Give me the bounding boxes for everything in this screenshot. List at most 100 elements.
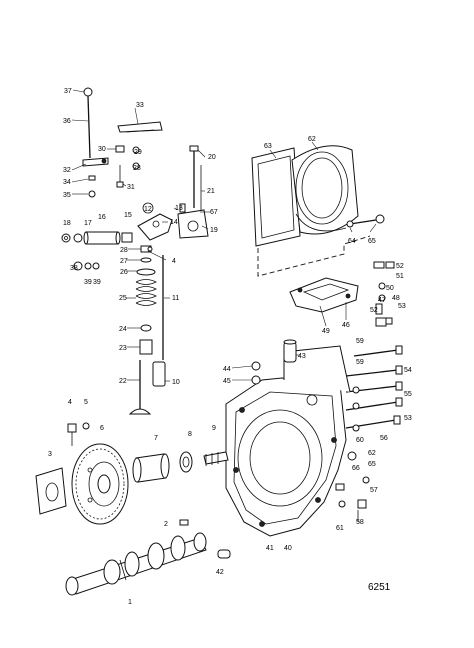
callout-46: 46	[342, 322, 350, 329]
callout-67: 67	[210, 209, 218, 216]
flywheel-housing	[225, 345, 351, 537]
shaft-bearing	[179, 451, 193, 473]
assembly-dashed-line	[257, 235, 371, 277]
callout-13: 13	[175, 205, 183, 212]
housing-studs	[345, 345, 403, 432]
callout-52-b: 52	[370, 307, 378, 314]
callout-62: 63	[264, 143, 272, 150]
rocker-plate	[117, 121, 163, 133]
inspection-cover	[289, 277, 359, 313]
callout-35: 35	[63, 192, 71, 199]
callout-17: 17	[84, 220, 92, 227]
callout-41: 41	[266, 545, 274, 552]
callout-66: 66	[352, 465, 360, 472]
shaft-sleeve	[132, 453, 170, 483]
callout-59-b: 59	[356, 359, 364, 366]
cover-housing	[291, 145, 359, 235]
callout-59-d: 61	[336, 525, 344, 532]
callout-45: 45	[223, 378, 231, 385]
callout-58: 58	[356, 519, 364, 526]
callout-10: 10	[172, 379, 180, 386]
callout-25: 25	[119, 295, 127, 302]
callout-40: 40	[284, 545, 292, 552]
thrust-plate	[35, 467, 67, 515]
callout-55: 55	[404, 391, 412, 398]
callout-39: 39	[84, 279, 92, 286]
callout-42: 42	[216, 569, 224, 576]
callout-21: 21	[207, 188, 215, 195]
gear-bolt	[67, 422, 90, 446]
callout-8: 8	[188, 431, 192, 438]
callout-49: 49	[322, 328, 330, 335]
callout-32: 32	[63, 167, 71, 174]
callout-60: 62	[368, 450, 376, 457]
callout-48: 48	[392, 295, 400, 302]
callout-24: 24	[119, 326, 127, 333]
callout-56: 56	[380, 435, 388, 442]
callout-3: 3	[48, 451, 52, 458]
timing-gear	[71, 443, 129, 525]
callout-27: 27	[120, 258, 128, 265]
callout-54: 54	[404, 367, 412, 374]
rocker-lever-assembly	[82, 87, 109, 198]
callout-64: 64	[348, 238, 356, 245]
small-key-and-pin	[179, 519, 231, 559]
callout-31: 31	[127, 184, 135, 191]
callout-12-circle	[142, 202, 154, 214]
callout-44: 44	[223, 366, 231, 373]
callout-63: 65	[368, 238, 376, 245]
cover-bolt	[346, 214, 385, 228]
callout-14: 14	[170, 219, 178, 226]
callout-37: 37	[64, 88, 72, 95]
callout-labels: 37 36 33 30 29 28 32 34 31 35 20 21 67 1…	[48, 88, 412, 606]
callout-50: 50	[386, 285, 394, 292]
camshaft	[65, 532, 207, 596]
callout-11: 11	[172, 295, 179, 302]
callout-47: 47	[378, 297, 386, 304]
callout-5: 5	[84, 399, 88, 406]
callout-6: 6	[100, 425, 104, 432]
callout-28: 28	[120, 247, 128, 254]
callout-53-b: 53	[404, 415, 412, 422]
callout-20: 20	[208, 154, 216, 161]
rocker-bracket	[177, 145, 209, 239]
callout-9: 9	[212, 425, 216, 432]
callout-4: 4	[68, 399, 72, 406]
drive-shaft	[203, 451, 229, 466]
callout-52-a: 52	[396, 263, 404, 270]
callout-29: 29	[134, 149, 142, 156]
small-screws-upper	[115, 145, 140, 188]
pushrod-and-rocker-shaft	[61, 213, 173, 245]
small-hardware-left	[73, 246, 153, 271]
reference-number: 6251	[368, 582, 391, 593]
callout-2: 2	[164, 521, 168, 528]
right-side-screws	[373, 261, 395, 327]
callout-61: 62	[308, 136, 316, 143]
callout-4-upper: 4	[172, 258, 176, 265]
leader-lines	[71, 89, 377, 382]
callout-16: 16	[98, 214, 106, 221]
callout-15: 15	[124, 212, 132, 219]
callout-65: 65	[368, 461, 376, 468]
callout-59-a: 59	[356, 338, 364, 345]
callout-39-b: 39	[93, 279, 101, 286]
lower-right-hardware	[335, 451, 370, 522]
sleeve-and-plug	[251, 339, 297, 385]
callout-57: 57	[370, 487, 378, 494]
callout-30: 30	[98, 146, 106, 153]
callout-23: 23	[119, 345, 127, 352]
callout-59-c: 60	[356, 437, 364, 444]
callout-19: 19	[210, 227, 218, 234]
callout-51: 51	[396, 273, 404, 280]
callout-26: 26	[120, 269, 128, 276]
callout-12: 12	[144, 206, 152, 213]
callout-28-upper: 28	[133, 165, 141, 172]
valve-spring-assembly	[128, 245, 166, 415]
callout-1: 1	[128, 599, 132, 606]
callout-18: 18	[63, 220, 71, 227]
callout-33: 33	[136, 102, 144, 109]
callout-34: 34	[63, 179, 71, 186]
callout-7: 7	[154, 435, 158, 442]
